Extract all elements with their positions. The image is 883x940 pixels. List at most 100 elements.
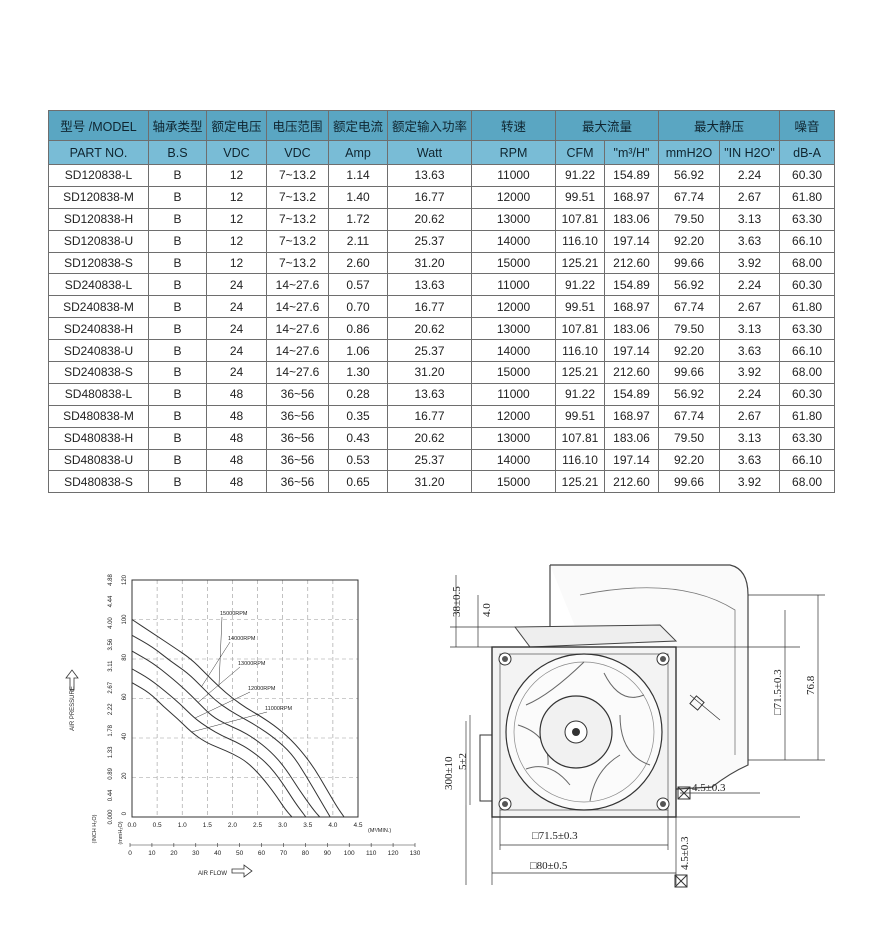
table-cell: 13.63 bbox=[387, 164, 472, 187]
table-cell: 1.30 bbox=[328, 361, 388, 384]
x-tick-m3min: 2.0 bbox=[228, 822, 237, 829]
table-cell: 7~13.2 bbox=[266, 229, 329, 253]
table-cell: 212.60 bbox=[603, 251, 660, 275]
table-cell: 25.37 bbox=[387, 339, 472, 363]
header-cell: 额定电流 bbox=[328, 110, 388, 141]
dim-wire-strip: 5±2 bbox=[457, 753, 469, 770]
table-cell: 36~56 bbox=[266, 382, 329, 406]
table-cell: 12 bbox=[206, 185, 267, 209]
series-line-14000RPM bbox=[131, 634, 331, 818]
table-cell: 2.24 bbox=[719, 273, 781, 297]
table-cell: 12 bbox=[206, 251, 267, 275]
table-cell: 125.21 bbox=[555, 251, 605, 275]
table-cell: 2.24 bbox=[719, 382, 781, 406]
y-tick-mm: 40 bbox=[122, 732, 128, 739]
table-cell: B bbox=[148, 185, 207, 209]
x-tick-cfm: 80 bbox=[302, 850, 310, 857]
x-tick-m3min: 4.5 bbox=[353, 822, 362, 829]
table-cell: 60.30 bbox=[779, 382, 836, 406]
table-cell: 92.20 bbox=[658, 448, 721, 472]
table-cell: 31.20 bbox=[387, 251, 472, 275]
table-cell: 197.14 bbox=[603, 448, 660, 472]
table-cell: B bbox=[148, 317, 207, 341]
table-cell: SD120838-H bbox=[48, 207, 149, 231]
x-tick-cfm: 90 bbox=[324, 850, 332, 857]
table-cell: 13.63 bbox=[387, 273, 472, 297]
table-cell: 125.21 bbox=[555, 470, 605, 494]
table-cell: B bbox=[148, 361, 207, 384]
table-cell: 3.63 bbox=[719, 229, 781, 253]
series-leader bbox=[191, 711, 268, 733]
x-tick-m3min: 0.0 bbox=[127, 822, 136, 829]
table-cell: B bbox=[148, 207, 207, 231]
table-cell: 183.06 bbox=[603, 426, 660, 450]
x-units-top: (M³/MIN.) bbox=[368, 828, 391, 834]
table-cell: 48 bbox=[206, 404, 267, 428]
series-label: 12000RPM bbox=[248, 686, 276, 692]
table-cell: 0.53 bbox=[328, 448, 388, 472]
table-cell: 2.67 bbox=[719, 295, 781, 319]
series-label: 13000RPM bbox=[238, 661, 266, 667]
table-cell: 79.50 bbox=[658, 317, 721, 341]
table-cell: 197.14 bbox=[603, 229, 660, 253]
table-cell: 24 bbox=[206, 339, 267, 363]
table-cell: 48 bbox=[206, 448, 267, 472]
table-cell: 20.62 bbox=[387, 207, 472, 231]
table-cell: B bbox=[148, 273, 207, 297]
table-cell: 107.81 bbox=[555, 426, 605, 450]
table-cell: 0.65 bbox=[328, 470, 388, 494]
table-cell: 99.51 bbox=[555, 185, 605, 209]
unit-cell: mmH2O bbox=[658, 140, 721, 165]
header-cell: 最大静压 bbox=[658, 110, 781, 141]
table-cell: 168.97 bbox=[603, 295, 660, 319]
x-tick-m3min: 1.0 bbox=[178, 822, 187, 829]
table-cell: 0.28 bbox=[328, 382, 388, 406]
x-tick-m3min: 0.5 bbox=[153, 822, 162, 829]
table-cell: SD120838-U bbox=[48, 229, 149, 253]
table-cell: 3.13 bbox=[719, 207, 781, 231]
table-cell: SD240838-S bbox=[48, 361, 149, 384]
table-cell: 2.67 bbox=[719, 404, 781, 428]
table-cell: 68.00 bbox=[779, 470, 836, 494]
series-line-12000RPM bbox=[131, 668, 307, 818]
table-cell: 20.62 bbox=[387, 426, 472, 450]
table-cell: 99.66 bbox=[658, 361, 721, 384]
table-cell: 67.74 bbox=[658, 295, 721, 319]
table-cell: 0.43 bbox=[328, 426, 388, 450]
table-cell: 61.80 bbox=[779, 185, 836, 209]
unit-cell: "IN H2O" bbox=[719, 140, 781, 165]
x-tick-cfm: 40 bbox=[214, 850, 222, 857]
table-cell: 12000 bbox=[471, 185, 556, 209]
table-cell: 11000 bbox=[471, 382, 556, 406]
table-cell: 25.37 bbox=[387, 229, 472, 253]
table-cell: 67.74 bbox=[658, 404, 721, 428]
y-tick-mm: 20 bbox=[122, 772, 128, 779]
header-cell: 轴承类型 bbox=[148, 110, 207, 141]
header-cell: 转速 bbox=[471, 110, 556, 141]
table-cell: B bbox=[148, 229, 207, 253]
table-cell: 1.06 bbox=[328, 339, 388, 363]
table-cell: 15000 bbox=[471, 361, 556, 384]
table-cell: 24 bbox=[206, 295, 267, 319]
table-cell: 91.22 bbox=[555, 273, 605, 297]
table-cell: 183.06 bbox=[603, 207, 660, 231]
table-cell: 0.86 bbox=[328, 317, 388, 341]
table-cell: 3.63 bbox=[719, 448, 781, 472]
table-cell: SD240838-U bbox=[48, 339, 149, 363]
table-cell: 1.40 bbox=[328, 185, 388, 209]
table-cell: 7~13.2 bbox=[266, 185, 329, 209]
unit-cell: RPM bbox=[471, 140, 556, 165]
table-cell: 36~56 bbox=[266, 426, 329, 450]
table-cell: 68.00 bbox=[779, 361, 836, 384]
table-cell: 14~27.6 bbox=[266, 295, 329, 319]
header-cell: 噪音 bbox=[779, 110, 836, 141]
table-cell: 107.81 bbox=[555, 207, 605, 231]
table-cell: 16.77 bbox=[387, 404, 472, 428]
table-cell: B bbox=[148, 448, 207, 472]
table-cell: 63.30 bbox=[779, 207, 836, 231]
unit-cell: "m³/H" bbox=[603, 140, 660, 165]
